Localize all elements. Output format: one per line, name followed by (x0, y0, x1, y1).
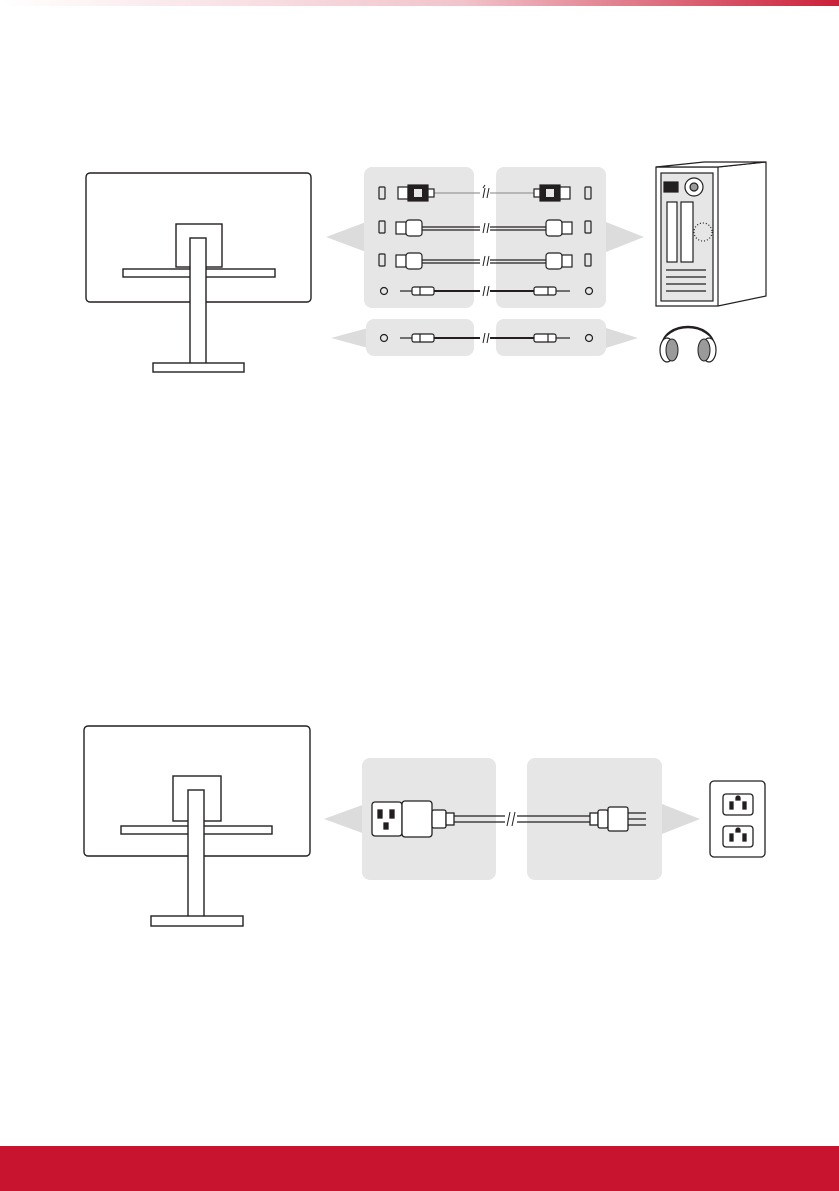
cable-break-mark (483, 185, 489, 198)
arrow-to-outlet (662, 804, 700, 834)
desktop-computer-tower-icon (656, 162, 766, 306)
monitor-rear-view (86, 173, 311, 372)
headphones-icon (660, 327, 716, 362)
power-connection-diagram (0, 715, 839, 940)
footer-accent-bar (0, 1146, 839, 1191)
arrow-to-monitor-audio (331, 328, 368, 348)
cable-break-mark (483, 223, 489, 233)
header-accent-rule (0, 0, 839, 6)
arrow-to-headphones (606, 328, 638, 348)
wall-outlet-icon (710, 781, 765, 857)
arrow-to-monitor (324, 804, 365, 834)
arrow-to-computer (606, 222, 644, 252)
cable-break-mark (483, 333, 489, 343)
cable-break-mark (483, 256, 489, 266)
signal-connection-diagram (0, 150, 839, 390)
arrow-to-monitor (326, 222, 366, 252)
cable-break-mark (483, 286, 489, 296)
monitor-rear-view (84, 726, 310, 926)
cable-break-mark (507, 812, 515, 826)
